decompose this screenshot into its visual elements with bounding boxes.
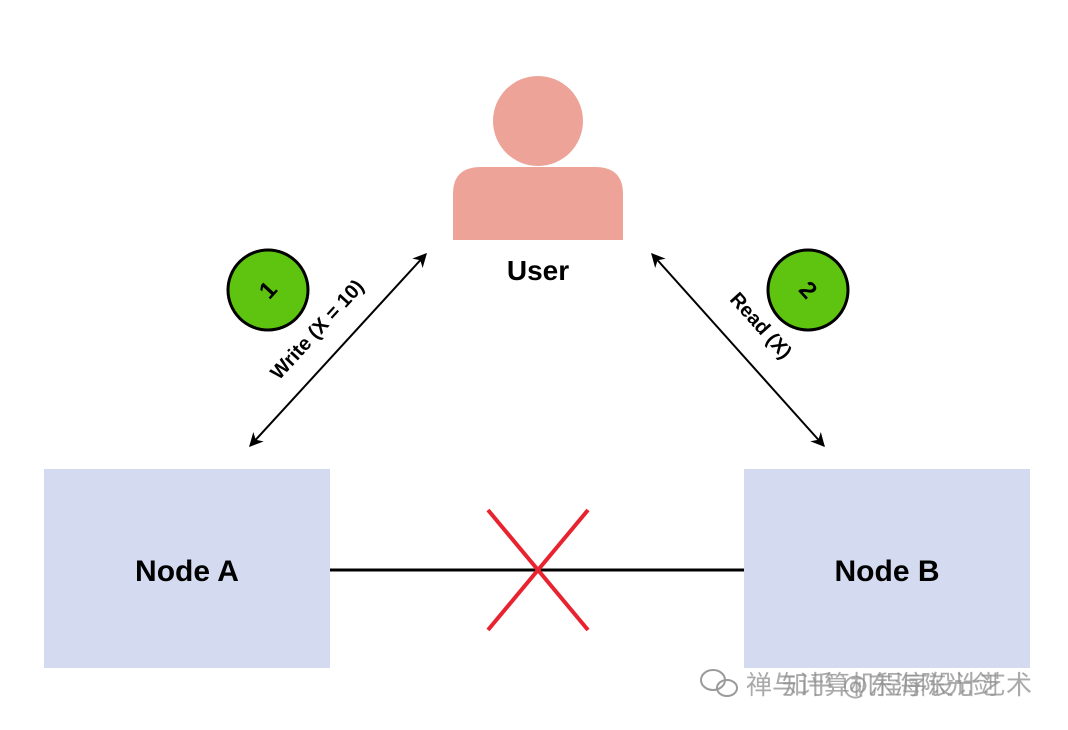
watermark: 禅与计算机程序设计艺术 知乎 @东海陈光剑 — [700, 669, 1032, 701]
watermark-wechat-text: 禅与计算机程序设计艺术 — [746, 671, 1032, 701]
user-body — [453, 167, 623, 240]
node-b: Node B — [744, 469, 1030, 668]
node-a-label: Node A — [135, 555, 239, 588]
partition-cross-icon — [486, 508, 590, 632]
node-a: Node A — [44, 469, 330, 668]
step-1-badge: 1 — [226, 248, 310, 332]
node-b-label: Node B — [835, 555, 940, 588]
read-arrow — [651, 252, 825, 448]
watermark-zhihu-text: 知乎 @东海陈光剑 — [782, 671, 998, 701]
user-icon — [453, 76, 623, 240]
write-arrow — [249, 252, 427, 448]
wechat-icon — [700, 669, 738, 697]
step-2-badge: 2 — [766, 248, 850, 332]
user-label: User — [507, 255, 569, 286]
user-head — [493, 76, 583, 166]
